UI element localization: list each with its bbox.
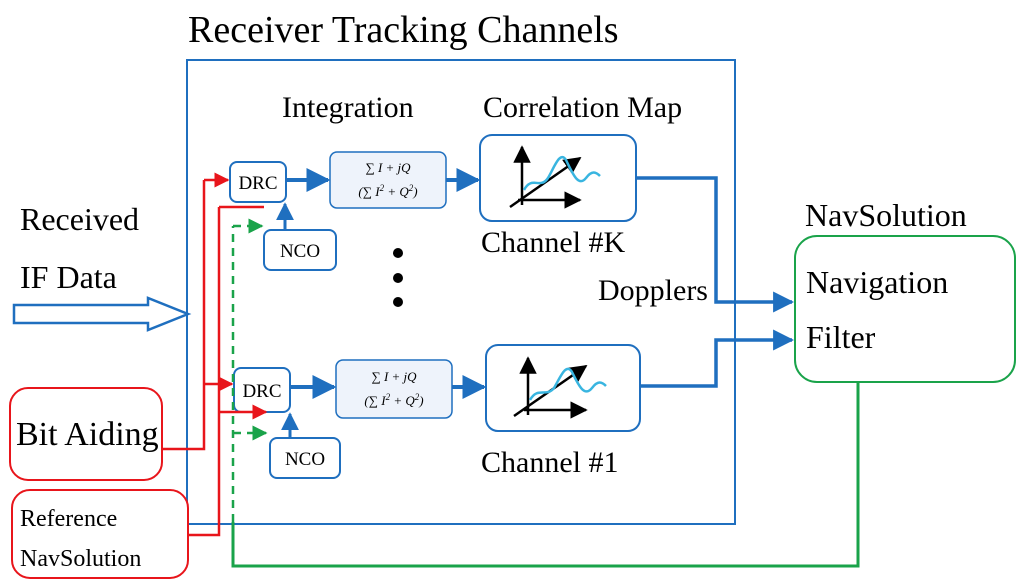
bit-aiding-box <box>9 387 163 481</box>
receiver-tracking-box <box>186 59 736 525</box>
doppler-line-bottom <box>640 329 795 388</box>
ellipsis-dot-2 <box>393 273 403 283</box>
correlation-map-box-top <box>479 134 637 222</box>
svg-text:∑ I + jQ: ∑ I + jQ <box>371 369 417 384</box>
svg-text:(∑ I2 + Q2): (∑ I2 + Q2) <box>358 183 417 199</box>
integration-label: Integration <box>282 91 414 124</box>
integ-sup2-top: 2 <box>409 183 414 193</box>
correlation-plot-icon-bottom <box>513 356 607 419</box>
nco-label-top: NCO <box>280 241 320 262</box>
integ-num-top: ∑ I + jQ <box>365 160 411 175</box>
bit-aiding-line <box>162 180 206 451</box>
correlation-plot-icon-top <box>509 145 601 209</box>
integ-den-open-top: (∑ I <box>358 184 380 199</box>
integ-sup-bottom: 2 <box>386 392 391 402</box>
svg-text:∑ I + jQ: ∑ I + jQ <box>365 160 411 175</box>
channel-k-label: Channel #K <box>481 226 625 259</box>
ellipsis-dot-3 <box>393 297 403 307</box>
navigation-filter-box <box>794 235 1016 383</box>
reference-line <box>188 207 221 537</box>
channel-1-label: Channel #1 <box>481 446 618 479</box>
nco-box-bottom <box>269 437 341 479</box>
nco-label-bottom: NCO <box>285 449 325 470</box>
drc-label-bottom: DRC <box>242 381 281 402</box>
nav-solution-label: NavSolution <box>805 197 967 233</box>
reference-label: Reference <box>20 506 117 532</box>
navigation-filter-line1: Navigation <box>806 264 948 300</box>
integ-den-close-bottom: ) <box>418 393 423 408</box>
integ-den-plus-top: + Q <box>384 184 409 199</box>
bit-aiding-label: Bit Aiding <box>16 416 159 453</box>
integ-den-close-top: ) <box>412 184 417 199</box>
if-data-label: IF Data <box>20 259 117 295</box>
correlation-map-box-bottom <box>485 344 641 432</box>
correlation-map-label: Correlation Map <box>483 91 682 124</box>
doppler-line-top <box>636 176 795 313</box>
svg-text:(∑ I2 + Q2): (∑ I2 + Q2) <box>364 392 423 408</box>
nco-box-top <box>263 229 337 271</box>
integ-sup2-bottom: 2 <box>415 392 420 402</box>
received-if-data-arrow <box>12 296 192 332</box>
integ-sup-top: 2 <box>380 183 385 193</box>
ellipsis-dot-1 <box>393 248 403 258</box>
integ-den-open-bottom: (∑ I <box>364 393 386 408</box>
received-label: Received <box>20 201 139 237</box>
integ-num-bottom: ∑ I + jQ <box>371 369 417 384</box>
drc-label-top: DRC <box>238 173 277 194</box>
integ-den-plus-bottom: + Q <box>390 393 415 408</box>
nav-feedback-line <box>231 382 860 568</box>
diagram-title: Receiver Tracking Channels <box>188 9 619 51</box>
navigation-filter-line2: Filter <box>806 319 876 355</box>
navsolution-label: NavSolution <box>20 546 141 572</box>
dopplers-label: Dopplers <box>598 274 708 307</box>
